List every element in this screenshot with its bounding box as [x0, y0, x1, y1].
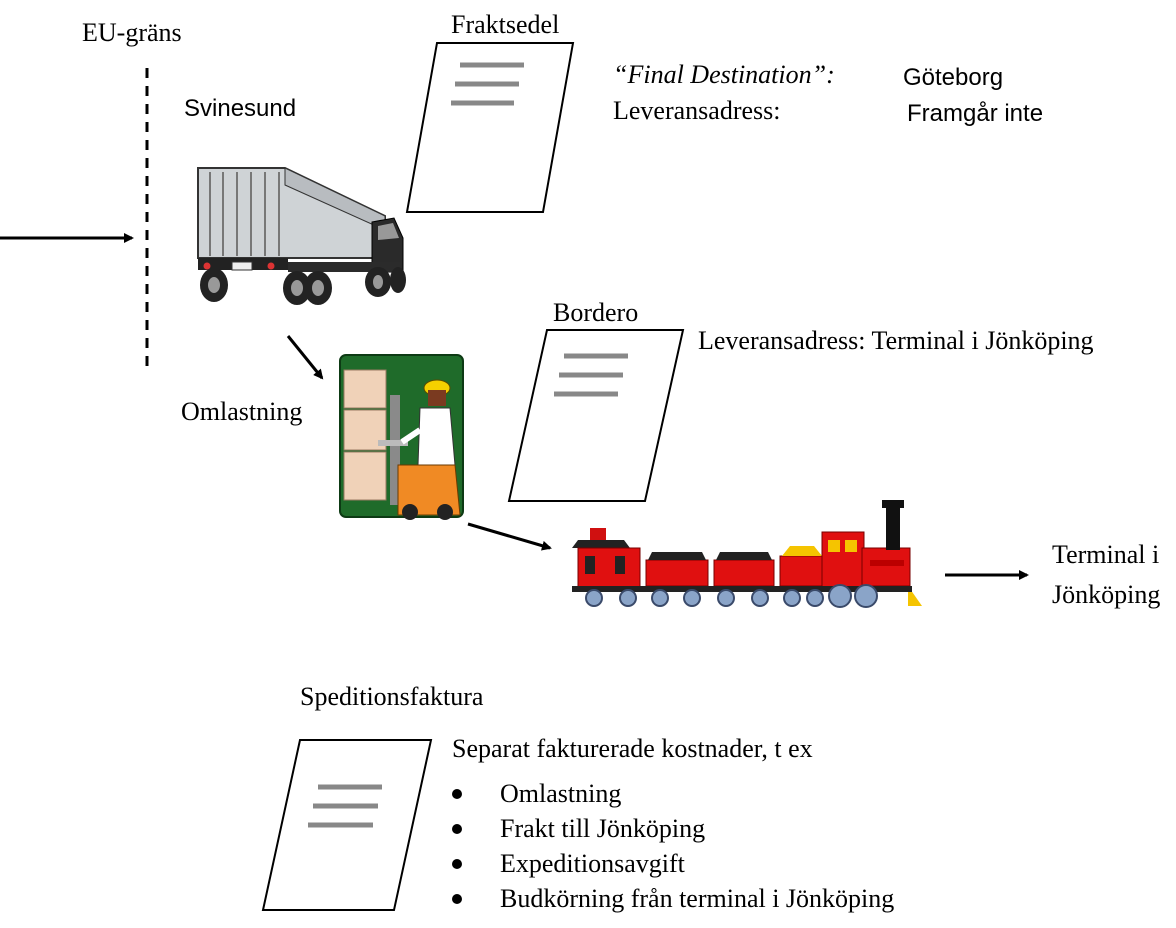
truck-to-forklift-arrow [286, 335, 324, 380]
final-destination-label: “Final Destination”: [613, 60, 835, 89]
list-item: Expeditionsavgift [452, 846, 894, 881]
omlastning-label: Omlastning [181, 397, 303, 426]
bordero-document-icon [507, 329, 685, 502]
invoice-document-icon [261, 739, 433, 911]
final-destination-value: Göteborg [903, 64, 1004, 91]
truck-icon [197, 167, 406, 305]
fraktsedel-document-icon [405, 42, 575, 213]
fraktsedel-delivery-address-label: Leveransadress: [613, 96, 781, 125]
terminal-label-line2: Jönköping [1052, 580, 1161, 609]
fraktsedel-delivery-address-value: Framgår inte [907, 100, 1044, 127]
list-item: Budkörning från terminal i Jönköping [452, 881, 894, 916]
bordero-delivery-address: Leveransadress: Terminal i Jönköping [698, 326, 1094, 355]
list-item: Omlastning [452, 776, 894, 811]
speditionsfaktura-label: Speditionsfaktura [300, 682, 484, 711]
invoice-intro: Separat fakturerade kostnader, t ex [452, 734, 813, 763]
fraktsedel-label: Fraktsedel [451, 10, 560, 39]
list-item: Frakt till Jönköping [452, 811, 894, 846]
bordero-label: Bordero [553, 298, 639, 327]
invoice-cost-list: Omlastning Frakt till Jönköping Expediti… [452, 776, 894, 916]
eu-border-label: EU-gräns [82, 18, 182, 47]
train-icon [572, 500, 922, 608]
svinesund-label: Svinesund [184, 95, 297, 122]
terminal-label-line1: Terminal i [1052, 540, 1160, 569]
forklift-icon [339, 354, 464, 520]
forklift-to-train-arrow [467, 522, 552, 551]
